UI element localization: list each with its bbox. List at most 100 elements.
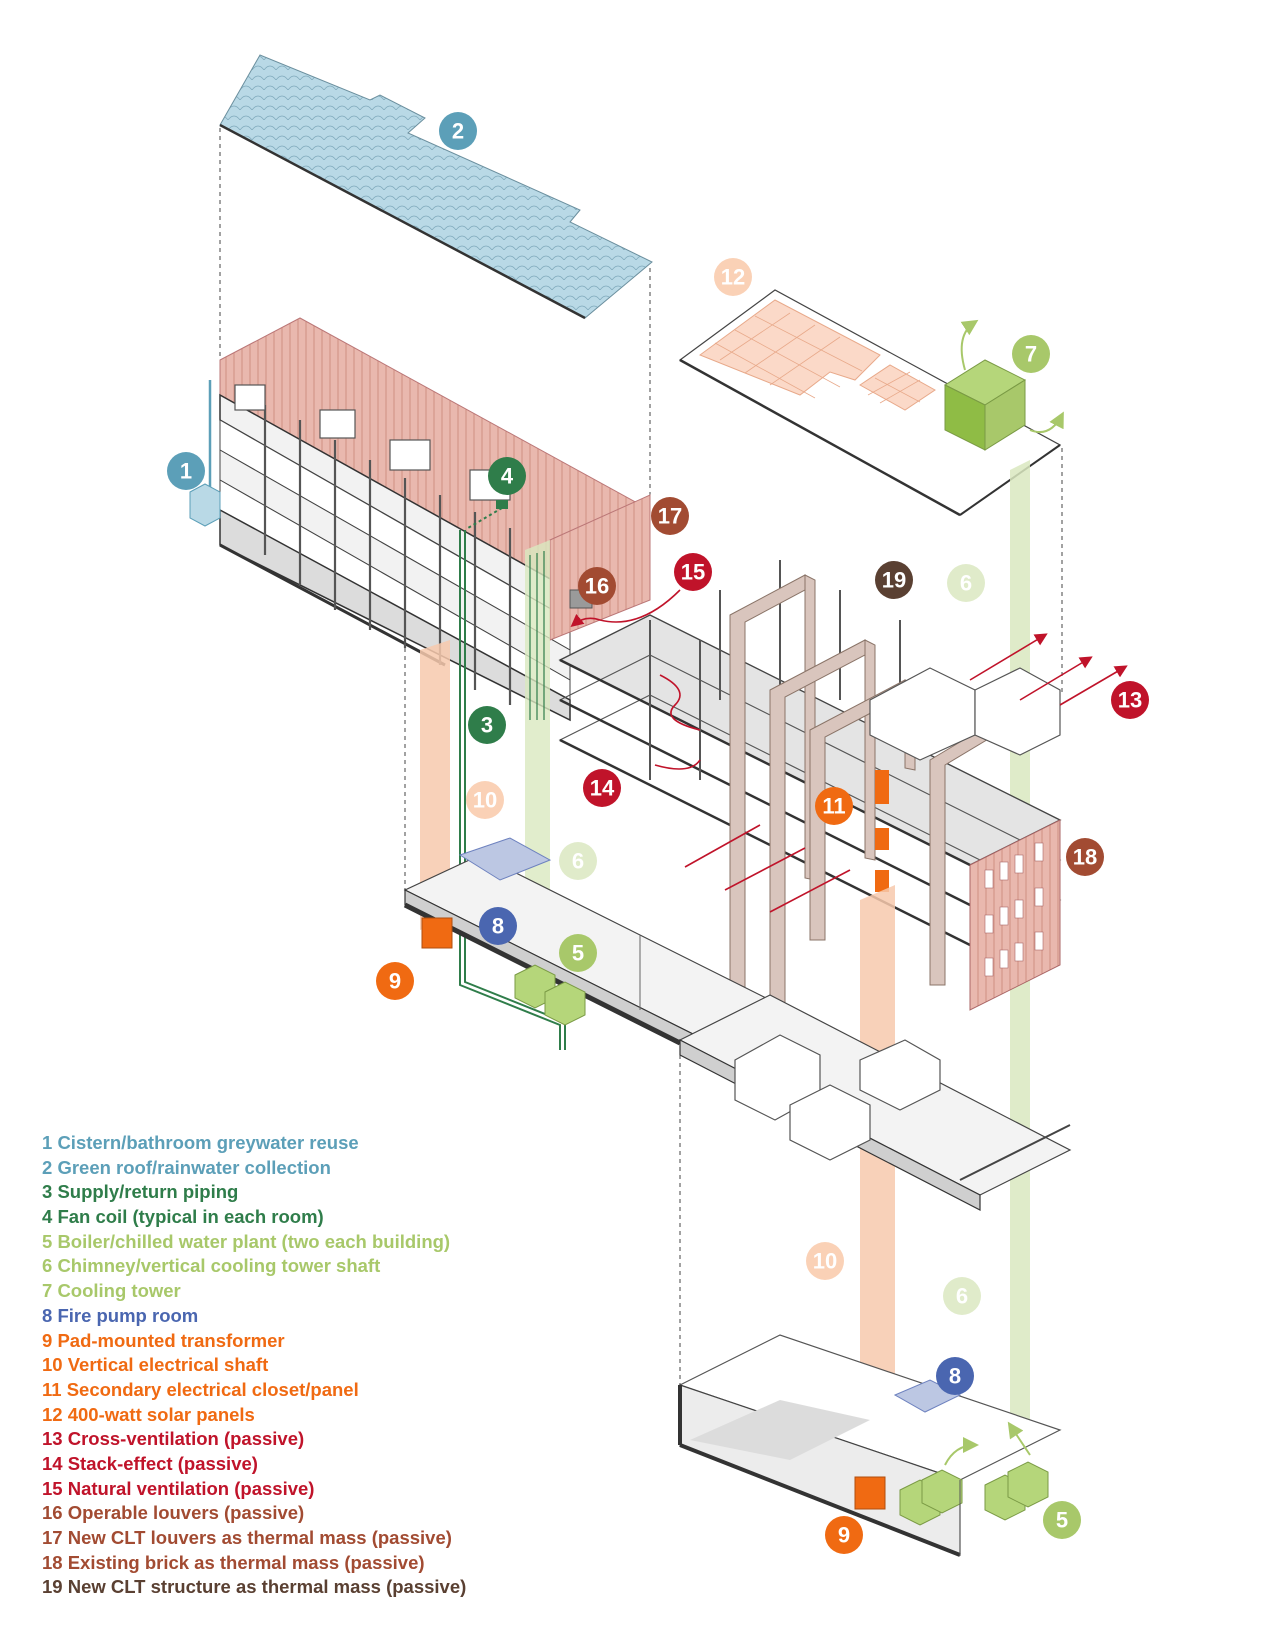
badge-19: 19 xyxy=(875,561,913,599)
legend-number: 3 xyxy=(42,1181,53,1203)
legend-item: 13 Cross-ventilation (passive) xyxy=(42,1427,682,1452)
electrical-panel-c xyxy=(875,870,889,892)
badge-5-upper: 5 xyxy=(559,934,597,972)
svg-text:13: 13 xyxy=(1118,688,1142,713)
upper-building-left xyxy=(219,317,651,722)
legend-label: Pad-mounted transformer xyxy=(57,1329,285,1351)
electrical-panel-b xyxy=(875,828,889,850)
existing-brick-facade xyxy=(969,819,1061,1011)
badge-8-upper: 8 xyxy=(479,907,517,945)
svg-text:19: 19 xyxy=(882,568,906,593)
electrical-shaft-left xyxy=(420,640,450,930)
legend-label: Fire pump room xyxy=(57,1304,199,1326)
legend-label: 400-watt solar panels xyxy=(67,1403,255,1425)
legend-number: 16 xyxy=(42,1502,63,1524)
badge-6-lower: 6 xyxy=(943,1277,981,1315)
supply-return-pipe-b xyxy=(464,530,566,1050)
legend-label: Existing brick as thermal mass (passive) xyxy=(67,1551,425,1573)
clt-structure-frames xyxy=(729,574,1021,1021)
badge-18: 18 xyxy=(1066,838,1104,876)
legend-item: 6 Chimney/vertical cooling tower shaft xyxy=(42,1254,682,1279)
svg-text:10: 10 xyxy=(473,788,497,813)
svg-text:15: 15 xyxy=(681,560,705,585)
legend-label: Cistern/bathroom greywater reuse xyxy=(57,1132,359,1153)
legend-number: 7 xyxy=(42,1280,53,1302)
legend-number: 13 xyxy=(42,1428,63,1450)
legend-item: 3 Supply/return piping xyxy=(42,1180,682,1205)
svg-text:8: 8 xyxy=(492,914,504,939)
badge-15: 15 xyxy=(674,553,712,591)
legend-item: 10 Vertical electrical shaft xyxy=(42,1353,682,1378)
legend-label: New CLT louvers as thermal mass (passive… xyxy=(67,1527,452,1548)
svg-text:12: 12 xyxy=(721,265,745,290)
svg-text:8: 8 xyxy=(949,1364,961,1389)
fan-coil-connector xyxy=(467,507,503,529)
badge-11: 11 xyxy=(815,787,853,825)
svg-text:6: 6 xyxy=(960,571,972,596)
legend-label: Green roof/rainwater collection xyxy=(57,1156,331,1178)
legend-number: 8 xyxy=(42,1304,53,1326)
legend-number: 12 xyxy=(42,1403,63,1425)
legend-number: 11 xyxy=(42,1378,62,1400)
legend-label: Operable louvers (passive) xyxy=(67,1502,305,1524)
cistern-tank xyxy=(189,483,221,527)
svg-text:17: 17 xyxy=(658,504,682,529)
cooling-tower-box xyxy=(943,359,1027,451)
svg-text:9: 9 xyxy=(838,1523,850,1548)
ground-level-right xyxy=(678,994,1072,1211)
legend-label: Vertical electrical shaft xyxy=(67,1354,269,1376)
svg-text:10: 10 xyxy=(813,1249,837,1274)
supply-return-pipe-a xyxy=(459,530,561,1050)
lower-basement xyxy=(678,1334,1062,1557)
badge-3: 3 xyxy=(468,706,506,744)
solar-panel-array xyxy=(698,299,936,411)
svg-text:16: 16 xyxy=(585,574,609,599)
legend-label: Cross-ventilation (passive) xyxy=(67,1428,305,1450)
legend-number: 15 xyxy=(42,1477,63,1499)
electrical-panel-a xyxy=(875,770,889,804)
legend-label: Natural ventilation (passive) xyxy=(67,1477,315,1499)
badge-7: 7 xyxy=(1012,335,1050,373)
legend-number: 2 xyxy=(42,1156,53,1178)
svg-text:5: 5 xyxy=(1056,1508,1068,1533)
badge-6-upper: 6 xyxy=(947,564,985,602)
legend-number: 14 xyxy=(42,1452,63,1474)
badge-6-middle: 6 xyxy=(559,842,597,880)
legend-item: 7 Cooling tower xyxy=(42,1279,682,1304)
legend-number: 1 xyxy=(42,1132,53,1153)
svg-text:18: 18 xyxy=(1073,845,1097,870)
legend-item: 17 New CLT louvers as thermal mass (pass… xyxy=(42,1526,682,1551)
svg-text:14: 14 xyxy=(590,776,615,801)
legend-label: Boiler/chilled water plant (two each bui… xyxy=(57,1230,451,1252)
badge-16: 16 xyxy=(578,567,616,605)
legend-number: 19 xyxy=(42,1576,63,1598)
basement-plant-arrow-a xyxy=(944,1437,979,1466)
legend-number: 18 xyxy=(42,1551,63,1573)
svg-text:9: 9 xyxy=(389,969,401,994)
svg-text:2: 2 xyxy=(452,119,464,144)
badge-12: 12 xyxy=(714,258,752,296)
cross-ventilation-arrow-d xyxy=(684,824,761,868)
legend-label: New CLT structure as thermal mass (passi… xyxy=(67,1576,467,1598)
legend-number: 10 xyxy=(42,1354,63,1376)
natural-ventilation-arrow xyxy=(570,589,681,628)
legend-item: 19 New CLT structure as thermal mass (pa… xyxy=(42,1575,682,1600)
legend-label: Stack-effect (passive) xyxy=(67,1452,258,1474)
badge-2: 2 xyxy=(439,112,477,150)
legend-item: 4 Fan coil (typical in each room) xyxy=(42,1205,682,1230)
basement-plant-arrow-b xyxy=(1007,1421,1031,1456)
cooling-tower-exhaust-arrow-b xyxy=(1029,411,1064,434)
legend-item: 15 Natural ventilation (passive) xyxy=(42,1477,682,1502)
legend-item: 11 Secondary electrical closet/panel xyxy=(42,1378,682,1403)
legend-item: 2 Green roof/rainwater collection xyxy=(42,1156,682,1181)
green-roof xyxy=(219,54,653,320)
legend-label: Secondary electrical closet/panel xyxy=(66,1378,359,1400)
badge-17: 17 xyxy=(651,497,689,535)
svg-text:4: 4 xyxy=(501,464,514,489)
legend-item: 9 Pad-mounted transformer xyxy=(42,1329,682,1354)
badge-9-lower: 9 xyxy=(825,1516,863,1554)
stack-effect-curve-b xyxy=(654,759,701,770)
cross-ventilation-arrow-a xyxy=(969,633,1048,681)
